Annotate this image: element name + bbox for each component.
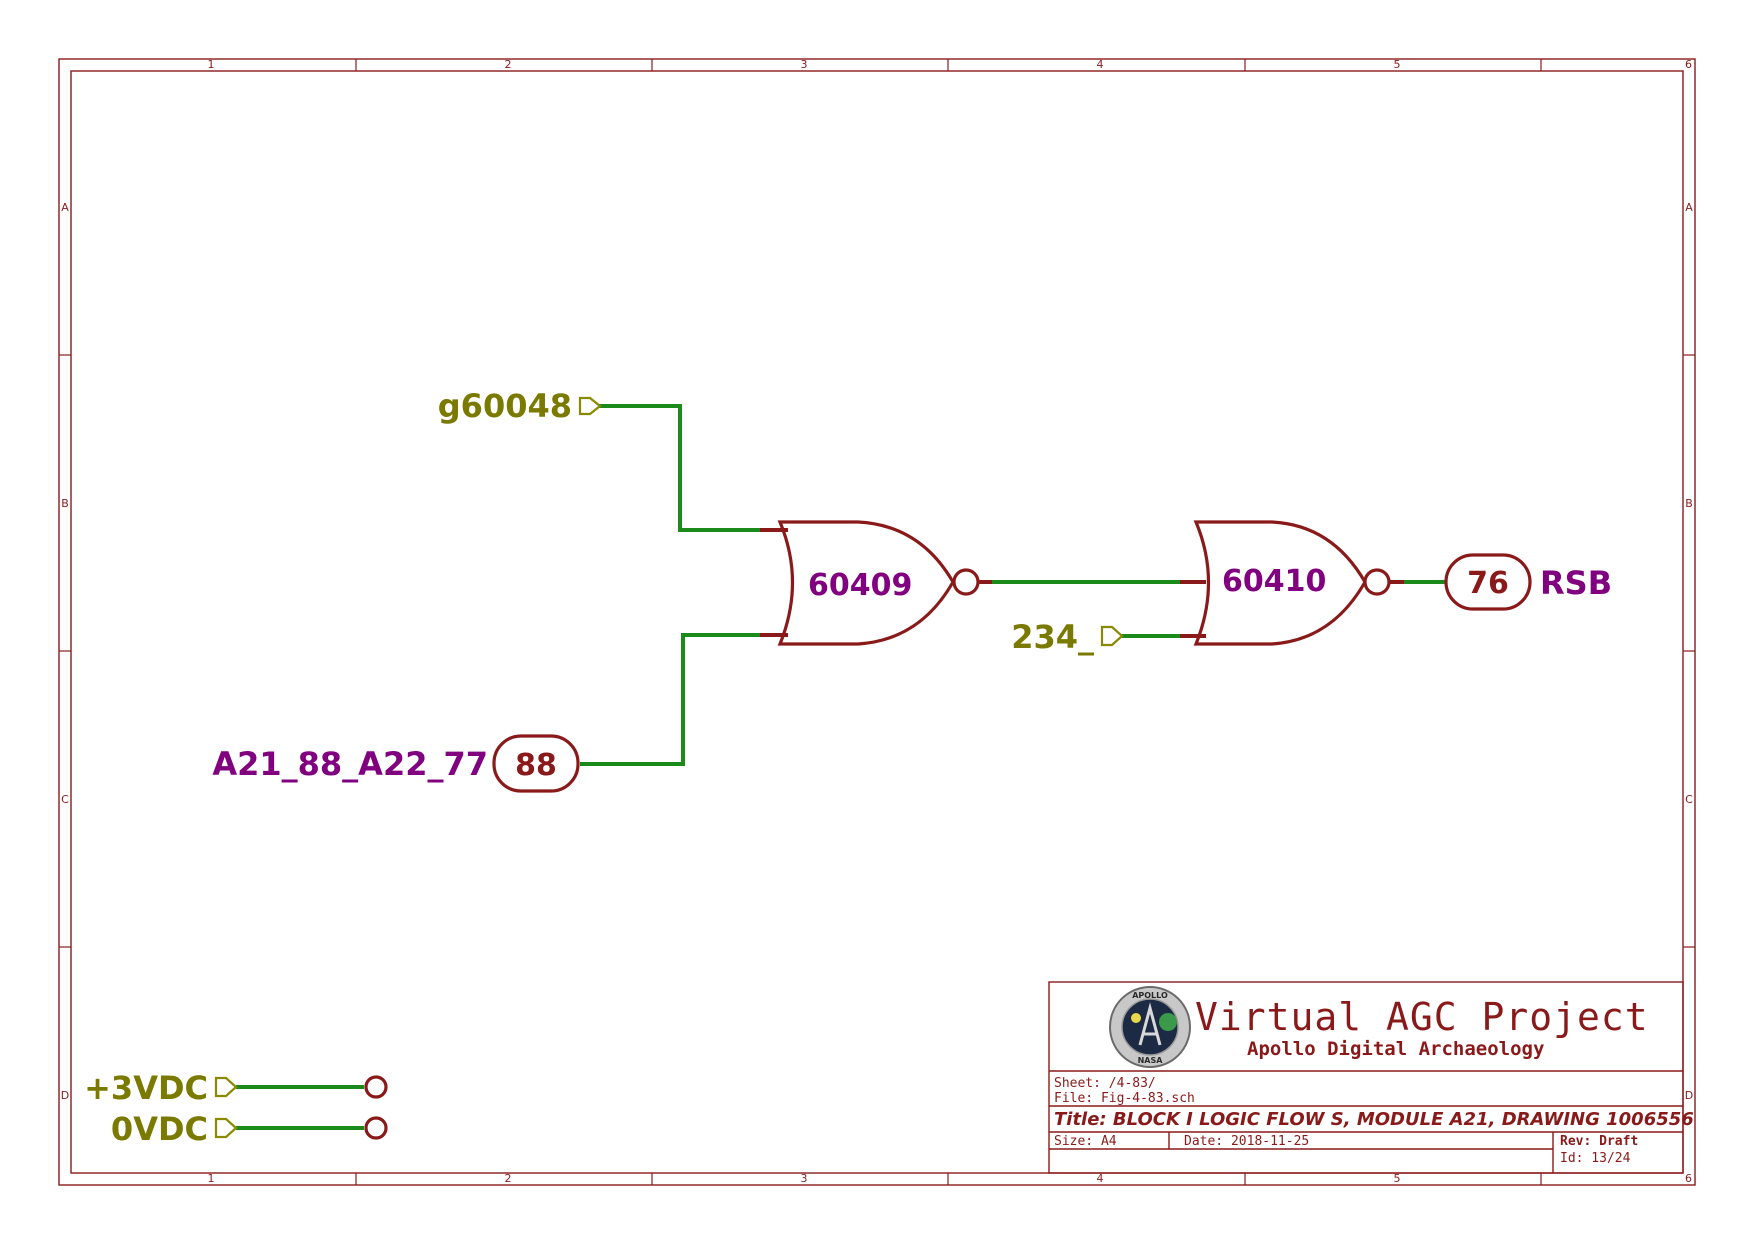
gate-label-60410: 60410 (1222, 564, 1326, 599)
gate-label-60409: 60409 (808, 568, 912, 603)
terminal-3vdc (364, 1075, 388, 1099)
project-subtitle: Apollo Digital Archaeology (1247, 1038, 1544, 1060)
port-label-234: 234_ (1011, 618, 1094, 656)
net-label-a21-88-a22-77: A21_88_A22_77 (212, 745, 488, 783)
row-label-c-right: C (1685, 793, 1693, 806)
row-ticks (59, 354, 1695, 948)
col-label-1-top: 1 (208, 58, 215, 71)
column-labels-top: 1 2 3 4 5 6 (208, 58, 1693, 71)
rev-field: Rev: Draft (1560, 1134, 1638, 1149)
project-name: Virtual AGC Project (1195, 995, 1649, 1039)
size-field: Size: A4 (1054, 1134, 1117, 1149)
title-block: APOLLO NASA Virtual AGC Project Apollo D… (1048, 981, 1694, 1174)
row-label-a-left: A (61, 201, 69, 214)
row-labels-left: A B C D (61, 201, 69, 1102)
input-port-g60048[interactable]: g60048 (438, 387, 602, 425)
nor-gate-60410[interactable]: 60410 (1180, 520, 1404, 646)
file-field: File: Fig-4-83.sch (1054, 1091, 1195, 1106)
input-port-0vdc[interactable]: 0VDC (111, 1110, 388, 1148)
wire-88 (580, 633, 760, 766)
logo-text-apollo: APOLLO (1132, 991, 1168, 1000)
inverter-bubble-60409 (952, 568, 980, 596)
col-label-2-top: 2 (505, 58, 512, 71)
row-label-b-right: B (1685, 497, 1693, 510)
col-label-3-top: 3 (801, 58, 808, 71)
net-label-rsb: RSB (1540, 564, 1612, 602)
col-label-4-top: 4 (1097, 58, 1104, 71)
nor-gate-60409[interactable]: 60409 (760, 520, 992, 646)
col-label-5-top: 5 (1394, 58, 1401, 71)
wire-g60048 (598, 404, 760, 532)
logo-text-nasa: NASA (1138, 1056, 1164, 1065)
port-label-g60048: g60048 (438, 387, 572, 425)
row-label-c-left: C (61, 793, 69, 806)
col-label-1-bottom: 1 (208, 1172, 215, 1185)
apollo-nasa-logo: APOLLO NASA (1109, 986, 1191, 1068)
row-label-a-right: A (1685, 201, 1693, 214)
input-port-3vdc[interactable]: +3VDC (84, 1069, 388, 1107)
sheet-field: Sheet: /4-83/ (1054, 1076, 1156, 1091)
port-label-0vdc: 0VDC (111, 1110, 208, 1148)
col-label-2-bottom: 2 (505, 1172, 512, 1185)
outer-border (58, 58, 1696, 1186)
connector-88[interactable]: 88 A21_88_A22_77 (212, 734, 580, 793)
column-ticks (355, 59, 1542, 1185)
row-label-d-right: D (1685, 1089, 1693, 1102)
col-label-6-top: 6 (1685, 58, 1692, 71)
row-label-b-left: B (61, 497, 69, 510)
col-label-5-bottom: 5 (1394, 1172, 1401, 1185)
input-port-234[interactable]: 234_ (1011, 618, 1124, 656)
terminal-0vdc (364, 1116, 388, 1140)
inner-border (70, 70, 1684, 1174)
inverter-bubble-60410 (1363, 568, 1391, 596)
port-label-3vdc: +3VDC (84, 1069, 208, 1107)
col-label-3-bottom: 3 (801, 1172, 808, 1185)
connector-number-76: 76 (1467, 566, 1509, 601)
connector-number-88: 88 (515, 748, 557, 783)
row-labels-right: A B C D (1685, 201, 1693, 1102)
row-label-d-left: D (61, 1089, 69, 1102)
date-field: Date: 2018-11-25 (1184, 1134, 1309, 1149)
wires (236, 404, 1446, 1130)
connector-76[interactable]: 76 RSB (1444, 553, 1612, 611)
col-label-4-bottom: 4 (1097, 1172, 1104, 1185)
col-label-6-bottom: 6 (1685, 1172, 1692, 1185)
column-labels-bottom: 1 2 3 4 5 6 (208, 1172, 1693, 1185)
id-field: Id: 13/24 (1560, 1151, 1631, 1166)
title-field: Title: BLOCK I LOGIC FLOW S, MODULE A21,… (1054, 1109, 1694, 1130)
